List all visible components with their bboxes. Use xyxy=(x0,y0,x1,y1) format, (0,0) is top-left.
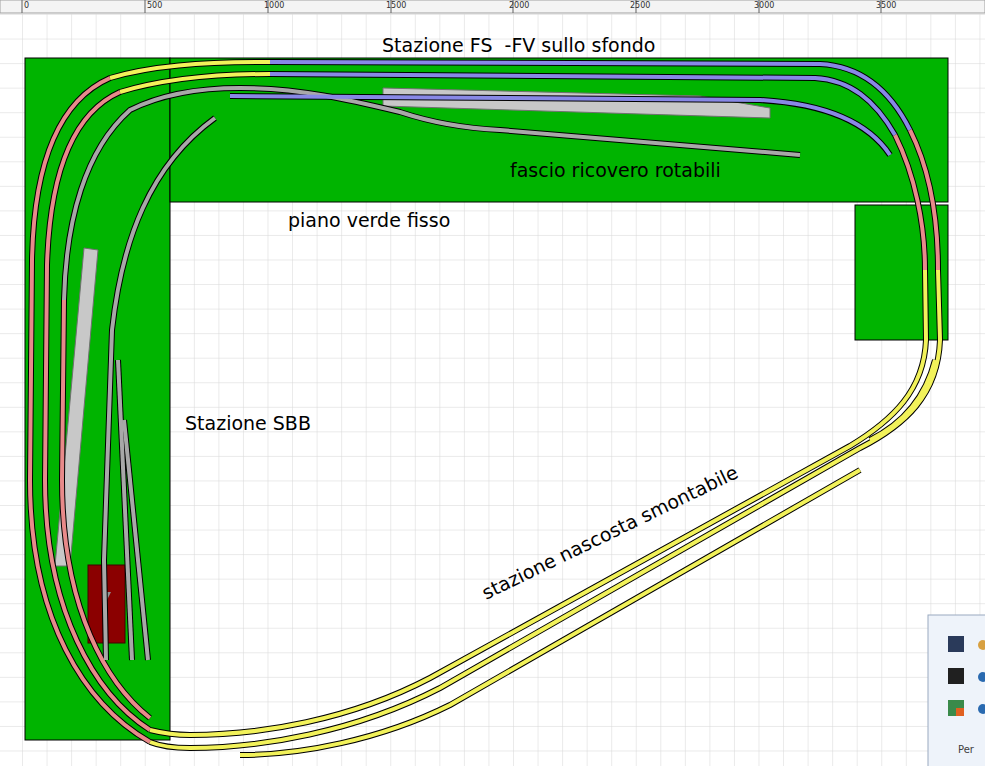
ruler-number: 1500 xyxy=(386,2,406,10)
ruler-number: 1000 xyxy=(264,2,284,10)
ruler-number: 3000 xyxy=(754,2,774,10)
ruler-number: 2500 xyxy=(630,2,650,10)
station-label: Stazione SBB xyxy=(185,414,311,433)
ruler-number: 0 xyxy=(24,2,29,10)
area-label: fascio ricovero rotabili xyxy=(510,161,721,180)
station-label: Stazione FS -FV sullo sfondo xyxy=(382,36,655,55)
area-label: piano verde fisso xyxy=(288,211,450,230)
ruler-number: 3500 xyxy=(876,2,896,10)
ruler-number: 2000 xyxy=(509,2,529,10)
popup-text: Per xyxy=(958,745,974,755)
ruler-number: 500 xyxy=(147,2,162,10)
